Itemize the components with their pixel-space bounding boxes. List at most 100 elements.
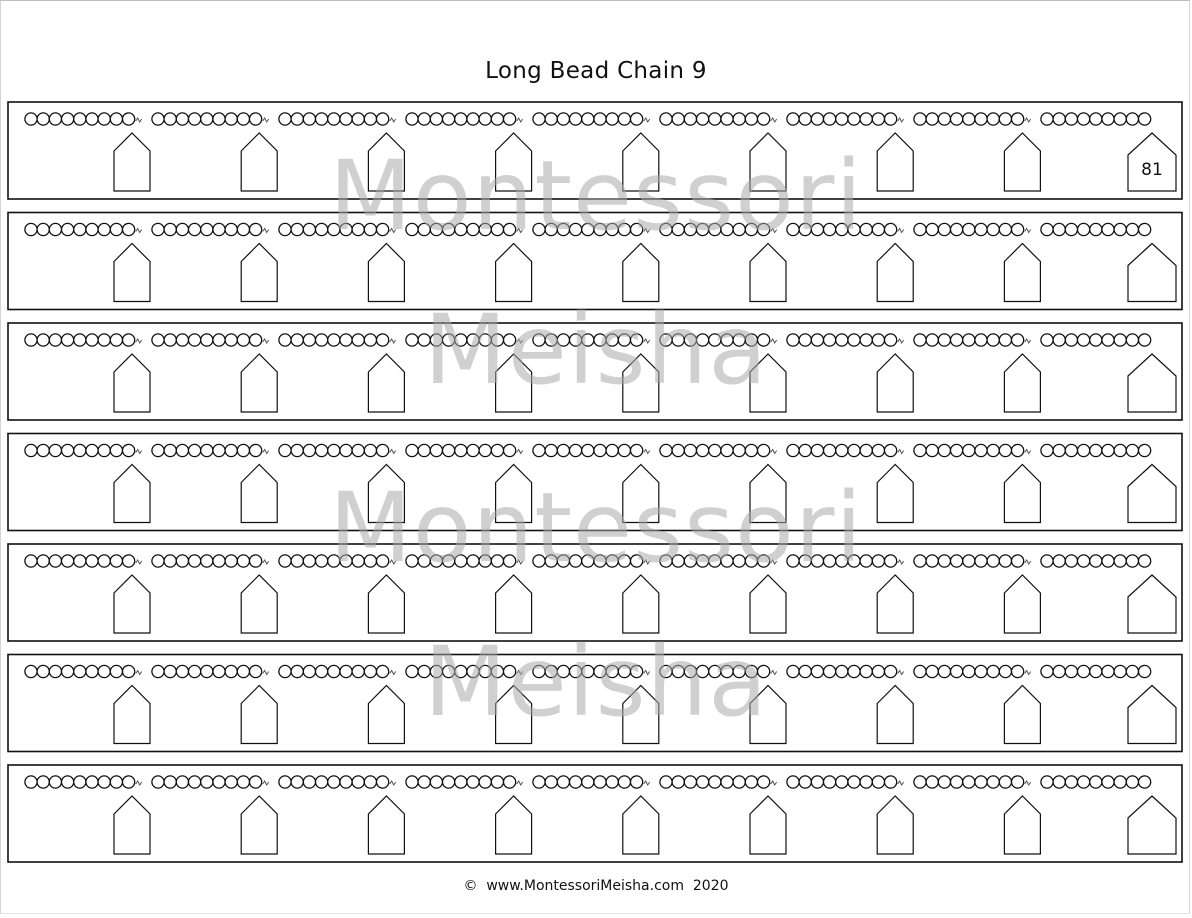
bead <box>278 775 292 789</box>
bead <box>756 443 771 458</box>
bead <box>363 554 378 568</box>
bead <box>302 112 317 126</box>
bead <box>683 112 698 126</box>
bead <box>671 112 685 126</box>
bead <box>925 333 939 347</box>
bead <box>556 112 571 126</box>
bead <box>756 333 771 347</box>
arrow-tag <box>113 795 151 855</box>
bead-bar <box>913 333 1032 347</box>
bead-bar <box>151 333 270 347</box>
bead-bar <box>24 112 143 126</box>
arrow-tag <box>622 795 660 855</box>
bead <box>671 664 685 679</box>
bead <box>1076 112 1091 126</box>
bead <box>1076 775 1091 789</box>
arrow-tag <box>367 574 405 634</box>
bead <box>683 775 698 789</box>
bead <box>798 443 812 458</box>
arrow-tag <box>240 574 278 634</box>
bead <box>695 443 710 458</box>
bead <box>708 443 722 458</box>
bead <box>786 443 800 458</box>
bead <box>883 222 898 237</box>
arrow-tag <box>367 353 405 413</box>
bead <box>949 664 964 679</box>
bead <box>720 222 734 237</box>
arrow-tag <box>1003 353 1041 413</box>
bead <box>744 775 759 789</box>
chain-link <box>135 669 143 676</box>
bead <box>48 554 63 568</box>
bead <box>581 112 595 126</box>
chain-link <box>897 338 905 344</box>
bead <box>405 554 419 568</box>
bead <box>363 443 378 458</box>
bead <box>97 222 111 237</box>
bead-bar <box>24 443 143 458</box>
arrow-tag <box>876 463 914 524</box>
chain-link <box>1024 559 1032 565</box>
bead <box>302 775 317 789</box>
bead <box>187 664 202 679</box>
bead <box>544 333 558 347</box>
bead <box>151 112 165 126</box>
arrow-tag <box>876 353 914 413</box>
bead <box>720 554 734 568</box>
bead <box>200 664 214 679</box>
bead <box>109 333 124 347</box>
bead <box>405 443 419 458</box>
bead <box>60 664 75 679</box>
bead <box>998 775 1013 789</box>
chain-link <box>897 448 905 455</box>
bead <box>375 333 390 347</box>
bead <box>163 443 177 458</box>
bead <box>502 554 517 568</box>
bead <box>937 775 952 789</box>
arrow-tag <box>495 353 533 413</box>
bead <box>581 554 595 568</box>
bead-bar <box>405 775 524 789</box>
bead <box>441 664 456 679</box>
chain-link <box>643 227 651 234</box>
bead <box>339 222 353 237</box>
bead <box>937 664 952 679</box>
bead <box>1125 775 1140 789</box>
bead <box>212 222 226 237</box>
chain-link <box>262 338 270 344</box>
arrow-tag <box>240 684 278 745</box>
bead <box>109 443 124 458</box>
bead <box>1064 554 1079 568</box>
chain-link <box>135 338 143 344</box>
bead <box>73 112 87 126</box>
bead <box>568 333 583 347</box>
bead <box>314 664 329 679</box>
bead <box>175 443 190 458</box>
bead <box>1052 554 1066 568</box>
arrow-tag <box>1003 463 1041 524</box>
bead <box>544 775 558 789</box>
arrow-tag <box>113 684 151 745</box>
bead <box>1125 554 1140 568</box>
bead <box>24 443 38 458</box>
bead <box>556 333 571 347</box>
bead <box>351 554 365 568</box>
bead <box>810 775 825 789</box>
bead <box>175 112 190 126</box>
bead <box>48 443 63 458</box>
bead <box>454 112 468 126</box>
bead <box>212 443 226 458</box>
bead <box>417 333 431 347</box>
bead <box>1113 112 1127 126</box>
bead <box>441 775 456 789</box>
strip-border <box>7 432 1183 532</box>
bead <box>835 554 849 568</box>
bead <box>200 333 214 347</box>
bead <box>883 664 898 679</box>
bead <box>1010 112 1025 126</box>
bead <box>544 112 558 126</box>
bead <box>1040 443 1054 458</box>
bead <box>502 333 517 347</box>
arrow-tag <box>749 795 787 855</box>
final-arrow-tag <box>1127 795 1177 855</box>
